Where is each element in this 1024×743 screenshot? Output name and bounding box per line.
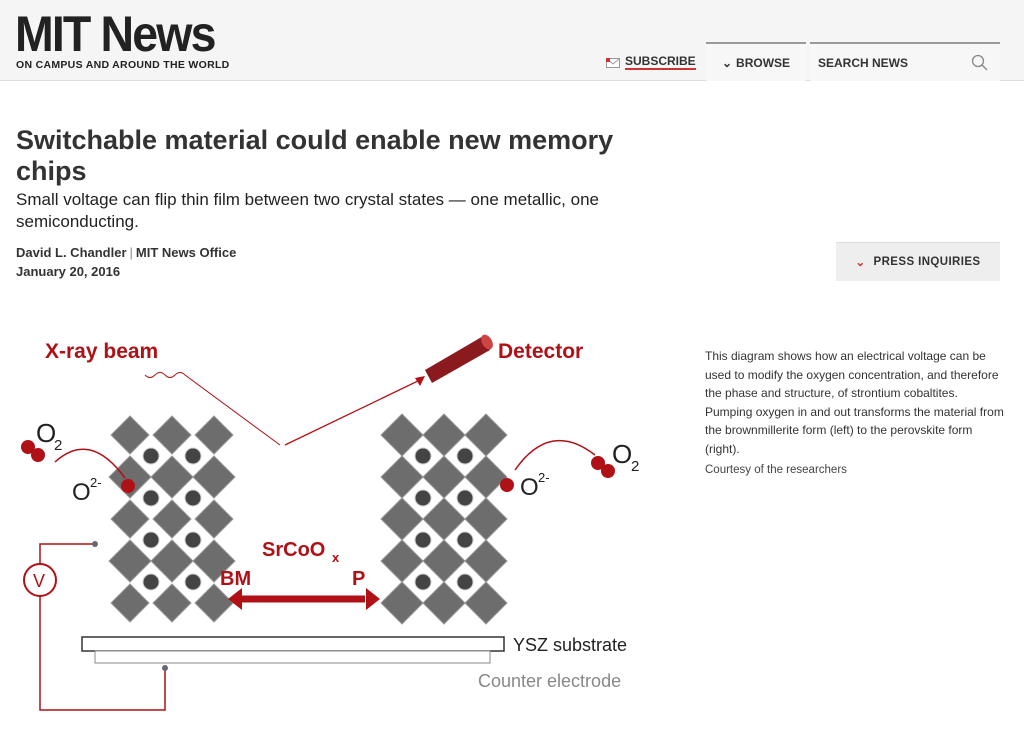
brownmillerite-polyhedron xyxy=(194,415,234,455)
strontium-atom xyxy=(456,531,474,549)
strontium-atom xyxy=(414,531,432,549)
strontium-atom xyxy=(184,489,202,507)
detector-label: Detector xyxy=(498,340,583,363)
browse-button[interactable]: ⌄ BROWSE xyxy=(706,42,806,81)
perovskite-octahedron xyxy=(464,539,508,583)
strontium-atom xyxy=(142,447,160,465)
article-subtitle: Small voltage can flip thin film between… xyxy=(16,190,599,231)
figure-caption: This diagram shows how an electrical vol… xyxy=(705,349,1004,456)
brownmillerite-polyhedron xyxy=(110,583,150,623)
press-inquiries-button[interactable]: ⌄ PRESS INQUIRIES xyxy=(836,242,1000,281)
substrate-label: YSZ substrate xyxy=(513,635,627,655)
search-input[interactable]: SEARCH NEWS xyxy=(810,42,1000,81)
ion-right-label: O xyxy=(520,474,539,501)
counter-electrode-label: Counter electrode xyxy=(478,671,621,691)
brownmillerite-polyhedron xyxy=(192,455,236,499)
p-label: P xyxy=(352,568,365,590)
envelope-icon xyxy=(606,57,620,68)
substrate xyxy=(81,636,505,652)
strontium-atom xyxy=(456,447,474,465)
perovskite-octahedron xyxy=(422,413,466,457)
perovskite-octahedron xyxy=(380,539,424,583)
browse-label: BROWSE xyxy=(736,55,791,70)
brownmillerite-polyhedron xyxy=(152,415,192,455)
ion-right-sup: 2- xyxy=(538,470,550,485)
brownmillerite-polyhedron xyxy=(194,499,234,539)
figure-credit: Courtesy of the researchers xyxy=(705,464,847,476)
brownmillerite-polyhedron xyxy=(108,455,152,499)
perovskite-octahedron xyxy=(422,497,466,541)
strontium-atom xyxy=(456,573,474,591)
search-icon[interactable] xyxy=(971,54,988,71)
chevron-down-icon: ⌄ xyxy=(855,257,866,269)
perovskite-octahedron xyxy=(464,581,508,625)
strontium-atom xyxy=(142,531,160,549)
strontium-atom xyxy=(142,489,160,507)
subscribe-label: SUBSCRIBE xyxy=(625,54,696,70)
strontium-atom xyxy=(184,531,202,549)
strontium-atom xyxy=(456,489,474,507)
counter-electrode xyxy=(94,650,491,664)
perovskite-octahedron xyxy=(380,581,424,625)
perovskite-octahedron xyxy=(464,455,508,499)
ion-left-sup: 2- xyxy=(90,475,102,490)
strontium-atom xyxy=(142,573,160,591)
strontium-atom xyxy=(414,447,432,465)
perovskite-octahedron xyxy=(380,497,424,541)
perovskite-octahedron xyxy=(422,581,466,625)
publish-date: January 20, 2016 xyxy=(16,264,121,279)
article-diagram: X-ray beam Detector O 2 O 2- O 2- O 2 Sr… xyxy=(21,334,639,711)
compound-label: SrCoO xyxy=(262,539,325,561)
xray-label: X-ray beam xyxy=(45,340,158,363)
brownmillerite-polyhedron xyxy=(152,499,192,539)
perovskite-octahedron xyxy=(422,455,466,499)
brownmillerite-polyhedron xyxy=(152,583,192,623)
voltmeter-icon xyxy=(23,563,57,597)
o2-right-label: O xyxy=(612,439,632,469)
search-placeholder: SEARCH NEWS xyxy=(818,55,909,70)
chevron-down-icon: ⌄ xyxy=(721,55,733,70)
perovskite-octahedron xyxy=(464,497,508,541)
o2-left-sub: 2 xyxy=(54,437,62,454)
perovskite-octahedron xyxy=(380,413,424,457)
site-header: MIT News ON CAMPUS AND AROUND THE WORLD … xyxy=(0,0,1024,81)
site-tagline: ON CAMPUS AND AROUND THE WORLD xyxy=(16,59,230,71)
o2-right-sub: 2 xyxy=(631,458,639,475)
brownmillerite-polyhedron xyxy=(110,499,150,539)
brownmillerite-polyhedron xyxy=(110,415,150,455)
compound-sub: x xyxy=(332,550,340,565)
strontium-atom xyxy=(414,489,432,507)
article-title: Switchable material could enable new mem… xyxy=(16,125,614,186)
bm-label: BM xyxy=(220,568,251,590)
author-link[interactable]: David L. Chandler xyxy=(16,245,127,260)
strontium-atom xyxy=(184,573,202,591)
brownmillerite-polyhedron xyxy=(150,455,194,499)
strontium-atom xyxy=(414,573,432,591)
voltmeter-label: V xyxy=(33,571,45,591)
brownmillerite-polyhedron xyxy=(192,539,236,583)
site-logo[interactable]: MIT News xyxy=(15,6,216,62)
detector-icon xyxy=(425,335,490,383)
brownmillerite-polyhedron xyxy=(150,539,194,583)
o2-left-label: O xyxy=(36,418,56,448)
perovskite-octahedron xyxy=(380,455,424,499)
office-label: MIT News Office xyxy=(135,245,237,260)
strontium-atom xyxy=(184,447,202,465)
brownmillerite-polyhedron xyxy=(108,539,152,583)
byline: David L. Chandler|MIT News Office xyxy=(16,245,237,260)
press-inquiries-label: PRESS INQUIRIES xyxy=(873,256,981,268)
subscribe-link[interactable]: SUBSCRIBE xyxy=(606,55,696,70)
brownmillerite-polyhedron xyxy=(194,583,234,623)
ion-left-label: O xyxy=(72,479,91,506)
perovskite-octahedron xyxy=(422,539,466,583)
perovskite-octahedron xyxy=(464,413,508,457)
